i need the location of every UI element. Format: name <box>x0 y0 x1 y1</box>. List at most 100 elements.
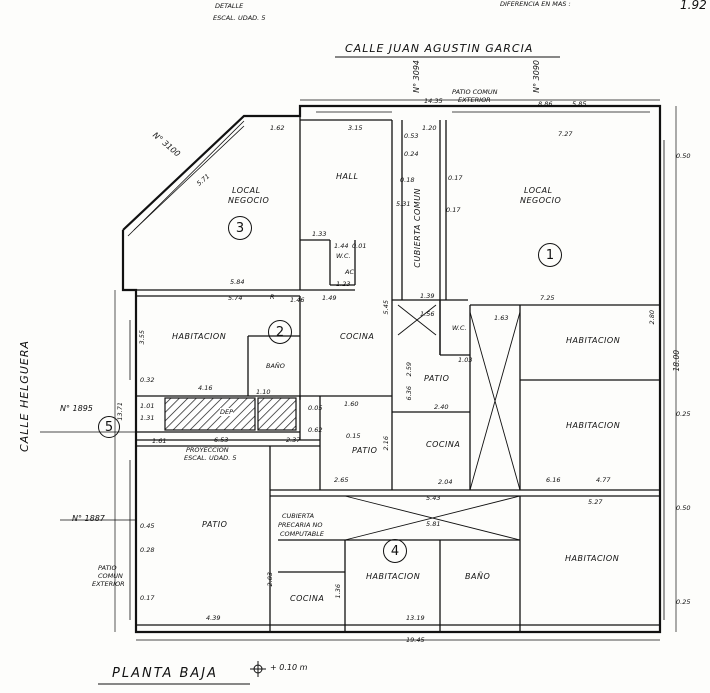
interior-walls <box>136 116 660 632</box>
header-escal: ESCAL. UDAD. 5 <box>213 14 266 22</box>
dim-1-60: 1.60 <box>344 400 359 408</box>
dim-13-19: 13.19 <box>406 614 425 622</box>
room-local-1: LOCAL <box>524 186 553 195</box>
dim-1-62: 1.62 <box>270 124 285 132</box>
dim-0-32: 0.32 <box>140 376 155 384</box>
dim-5-43: 5.43 <box>426 494 441 502</box>
room-cocina-4: COCINA <box>290 594 325 603</box>
room-habitacion-4: HABITACION <box>366 572 421 581</box>
dim-0-01: 0.01 <box>352 242 367 250</box>
dim-5-27: 5.27 <box>588 498 603 506</box>
dim-1-20: 1.20 <box>422 124 437 132</box>
room-habitacion-4-big: HABITACION <box>565 554 620 563</box>
dim-4-77: 4.77 <box>596 476 611 484</box>
room-habitacion-2: HABITACION <box>172 332 227 341</box>
room-ac: AC <box>345 268 354 276</box>
room-cocina-mid: COCINA <box>426 440 461 449</box>
room-computable: COMPUTABLE <box>280 530 324 538</box>
unit-4-marker: 4 <box>383 539 407 563</box>
dim-5-74: 5.74 <box>228 294 243 302</box>
room-patio-big: PATIO <box>202 520 228 529</box>
dim-1-10: 1.10 <box>256 388 271 396</box>
dim-1-39: 1.39 <box>420 292 435 300</box>
dim-4-39: 4.39 <box>206 614 221 622</box>
dim-0-17-a: 0.17 <box>448 174 463 182</box>
dim-0-28: 0.28 <box>140 546 155 554</box>
room-patio-mid: PATIO <box>424 374 450 383</box>
dim-0-53: 0.53 <box>404 132 419 140</box>
room-hall: HALL <box>336 172 359 181</box>
dim-8-86: 8.86 <box>538 100 553 108</box>
dim-5-81: 5.81 <box>426 520 441 528</box>
street-number-right: N° 3090 <box>532 60 541 93</box>
room-dep: DEP <box>220 408 234 416</box>
dim-1-49: 1.49 <box>322 294 337 302</box>
dim-0-62: 0.62 <box>308 426 323 434</box>
room-negocio-1: NEGOCIO <box>520 196 562 205</box>
dim-1-44: 1.44 <box>334 242 349 250</box>
dim-0-25-a: 0.25 <box>676 410 691 418</box>
dim-2-80: 2.80 <box>648 310 656 325</box>
room-bano-4: BAÑO <box>465 572 491 581</box>
dim-0-24: 0.24 <box>404 150 419 158</box>
room-patio-comun-left: PATIO <box>98 564 117 572</box>
unit-3-marker: 3 <box>228 216 252 240</box>
outer-walls <box>121 104 662 634</box>
footer-title: PLANTA BAJA <box>112 666 219 681</box>
header-diferencia: DIFERENCIA EN MAS : <box>500 0 571 8</box>
room-patio-comun-top-ext: EXTERIOR <box>458 96 491 104</box>
dim-0-18: 0.18 <box>400 176 415 184</box>
dim-13-71: 13.71 <box>116 402 124 421</box>
room-bano-2: BAÑO <box>266 362 285 370</box>
room-patio-comun-left-comun: COMUN <box>98 572 123 580</box>
dim-2-04: 2.04 <box>438 478 453 486</box>
dim-0-45: 0.45 <box>140 522 155 530</box>
dim-0-50-b: 0.50 <box>676 504 691 512</box>
dim-5-85: 5.85 <box>572 100 587 108</box>
room-precaria: PRECARIA NO <box>278 521 323 529</box>
unit-5-marker: 5 <box>98 416 120 438</box>
room-patio-small: PATIO <box>352 446 378 455</box>
dim-0-17-b: 0.17 <box>446 206 461 214</box>
dim-1-03: 1.03 <box>458 356 473 364</box>
dim-5-45: 5.45 <box>382 300 390 315</box>
room-proyeccion-escal: ESCAL. UDAD. 5 <box>184 454 237 462</box>
dim-19-45: 19.45 <box>406 636 425 644</box>
dim-2-16: 2.16 <box>382 436 390 451</box>
header-corner-value: 1.92 <box>680 0 707 12</box>
dim-2-03: 2.03 <box>266 572 274 587</box>
room-local-3: LOCAL <box>232 186 261 195</box>
room-patio-comun-left-ext: EXTERIOR <box>92 580 125 588</box>
dim-1-46: 1.46 <box>290 296 305 304</box>
dim-1-01: 1.01 <box>140 402 155 410</box>
dim-2-65: 2.65 <box>334 476 349 484</box>
level-marker <box>250 661 266 677</box>
dim-2-40: 2.40 <box>434 403 449 411</box>
dimension-lines <box>40 99 677 641</box>
dim-1-36: 1.36 <box>334 584 342 599</box>
dim-0-25-b: 0.25 <box>676 598 691 606</box>
dim-2-37: 2.37 <box>286 436 301 444</box>
dim-1-56: 1.56 <box>420 310 435 318</box>
unit-2-marker: 2 <box>268 320 292 344</box>
dim-7-27: 7.27 <box>558 130 573 138</box>
room-wc-mid: W.C. <box>452 324 467 332</box>
dim-2-59: 2.59 <box>405 362 413 377</box>
room-wc-small: W.C. <box>336 252 351 260</box>
room-cubierta: CUBIERTA <box>282 512 315 520</box>
street-side: CALLE HELGUERA <box>18 340 31 452</box>
street-number-left: N° 3094 <box>412 60 421 93</box>
dim-0-17-c: 0.17 <box>140 594 155 602</box>
dim-6-16: 6.16 <box>546 476 561 484</box>
header-detail: DETALLE <box>215 2 244 10</box>
hatched-stair <box>257 397 297 431</box>
room-proyeccion: PROYECCION <box>186 446 229 454</box>
room-cocina-2: COCINA <box>340 332 375 341</box>
unit-1-marker: 1 <box>538 243 562 267</box>
room-habitacion-right-1: HABITACION <box>566 336 621 345</box>
footer-level: + 0.10 m <box>270 663 308 672</box>
dim-18-00: 18.00 <box>672 350 681 372</box>
room-r: R <box>270 293 275 301</box>
